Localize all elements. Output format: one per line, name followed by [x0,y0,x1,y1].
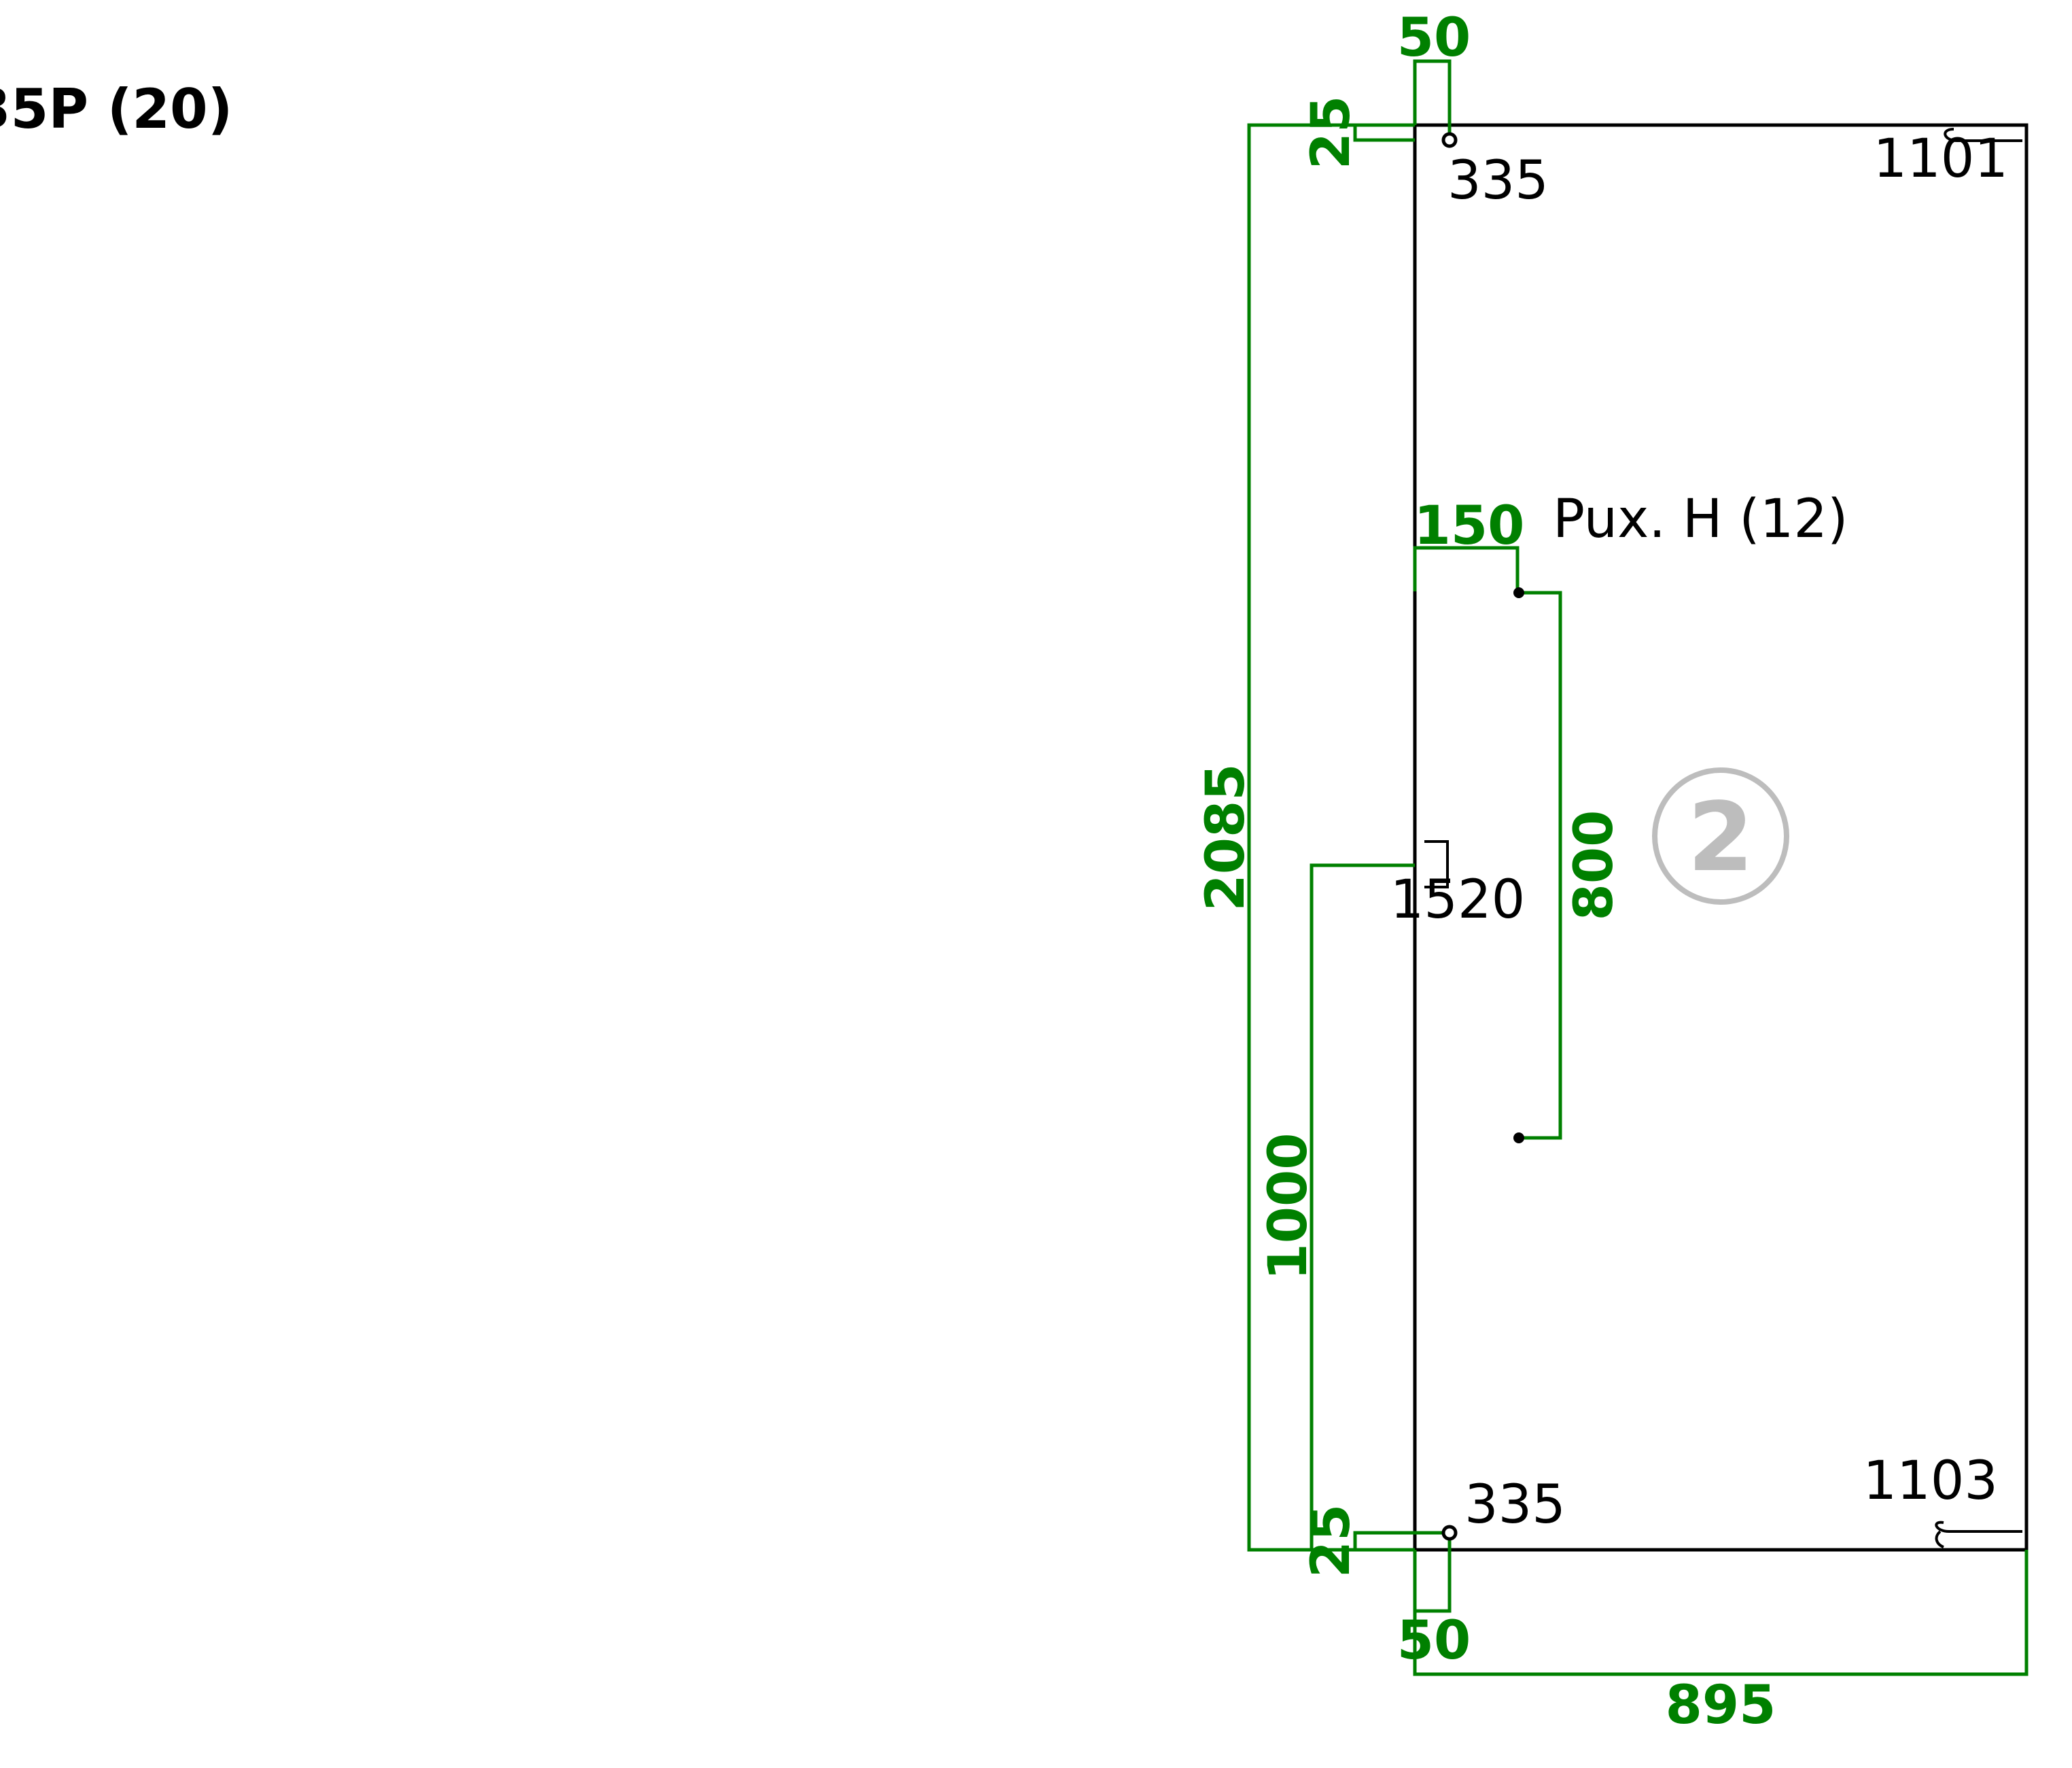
handle-fixing-top [1513,587,1524,598]
dimension-lines [1247,59,2029,1676]
bottom-hinge-hole [1441,1525,1458,1541]
top-right-code: 1101 [1873,128,2008,190]
dim-800-text: 800 [1564,810,1625,921]
dim-1000-line [1310,863,1415,1550]
dim-1000-text: 1000 [1258,1132,1319,1280]
middle-bracket-mark [1424,840,1449,888]
bottom-right-hook-mark [1935,1521,2022,1548]
part-label: 35P (20) [0,77,232,141]
dim-top-25-text: 25 [1301,96,1362,170]
top-hinge-hole [1441,132,1458,148]
dim-bottom-50-text: 50 [1397,1610,1471,1671]
top-hinge-code: 335 [1447,150,1549,211]
dim-bottom-25-text: 25 [1301,1504,1362,1578]
dim-bottom-25-line [1353,1531,1450,1552]
dim-bottom-50-line [1413,1533,1452,1613]
handle-label: Pux. H (12) [1553,489,1848,550]
panel-outline [1413,123,2029,1552]
dim-top-50-line [1413,59,1452,140]
hardware-marks [1424,128,2022,1548]
dim-top-50-text: 50 [1397,7,1471,69]
dim-150-line [1413,546,1520,591]
middle-code: 1520 [1390,869,1526,931]
dim-895-line [1413,1550,2029,1676]
panel-number-circle [1652,767,1789,905]
panel-number: 2 [1687,782,1753,893]
dim-2085-text: 2085 [1195,763,1257,911]
dim-150-text: 150 [1414,496,1525,557]
top-right-hook-mark [1944,128,2022,142]
dim-800-line [1519,591,1562,1140]
dim-2085-line [1247,123,1415,1552]
bottom-right-code: 1103 [1863,1451,1998,1512]
handle-fixing-bottom [1513,1132,1524,1143]
bottom-hinge-code: 335 [1464,1474,1566,1536]
dim-895-text: 895 [1666,1675,1776,1736]
dim-top-25-line [1353,123,1415,142]
